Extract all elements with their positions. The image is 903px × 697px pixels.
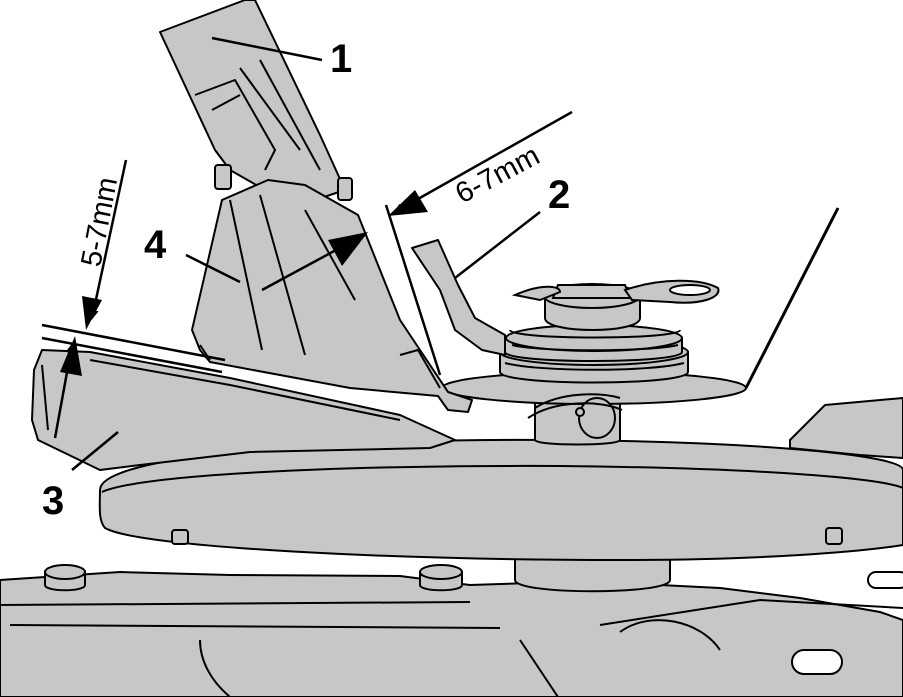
spindle-pulley <box>441 279 747 446</box>
arrow-heads <box>60 190 428 376</box>
callout-3: 3 <box>42 479 64 523</box>
cutting-disc <box>98 438 903 562</box>
part-1-arm <box>159 0 353 206</box>
leader-lines <box>71 36 541 471</box>
dimension-label-left: 5-7mm <box>75 175 124 270</box>
leader-4 <box>185 253 241 284</box>
leader-1 <box>211 36 323 62</box>
frame-bolts <box>44 564 463 592</box>
part-2-tab <box>411 239 506 356</box>
part-4-guard <box>191 179 473 413</box>
leader-3 <box>71 431 119 471</box>
callout-2: 2 <box>548 173 570 217</box>
dimension-label-right: 6-7mm <box>450 140 545 211</box>
chassis-frame <box>0 571 903 697</box>
right-housing <box>789 397 903 459</box>
leader-2 <box>454 211 541 279</box>
callout-1: 1 <box>330 37 352 81</box>
callout-4: 4 <box>144 223 167 267</box>
part-3-plate <box>31 349 456 471</box>
